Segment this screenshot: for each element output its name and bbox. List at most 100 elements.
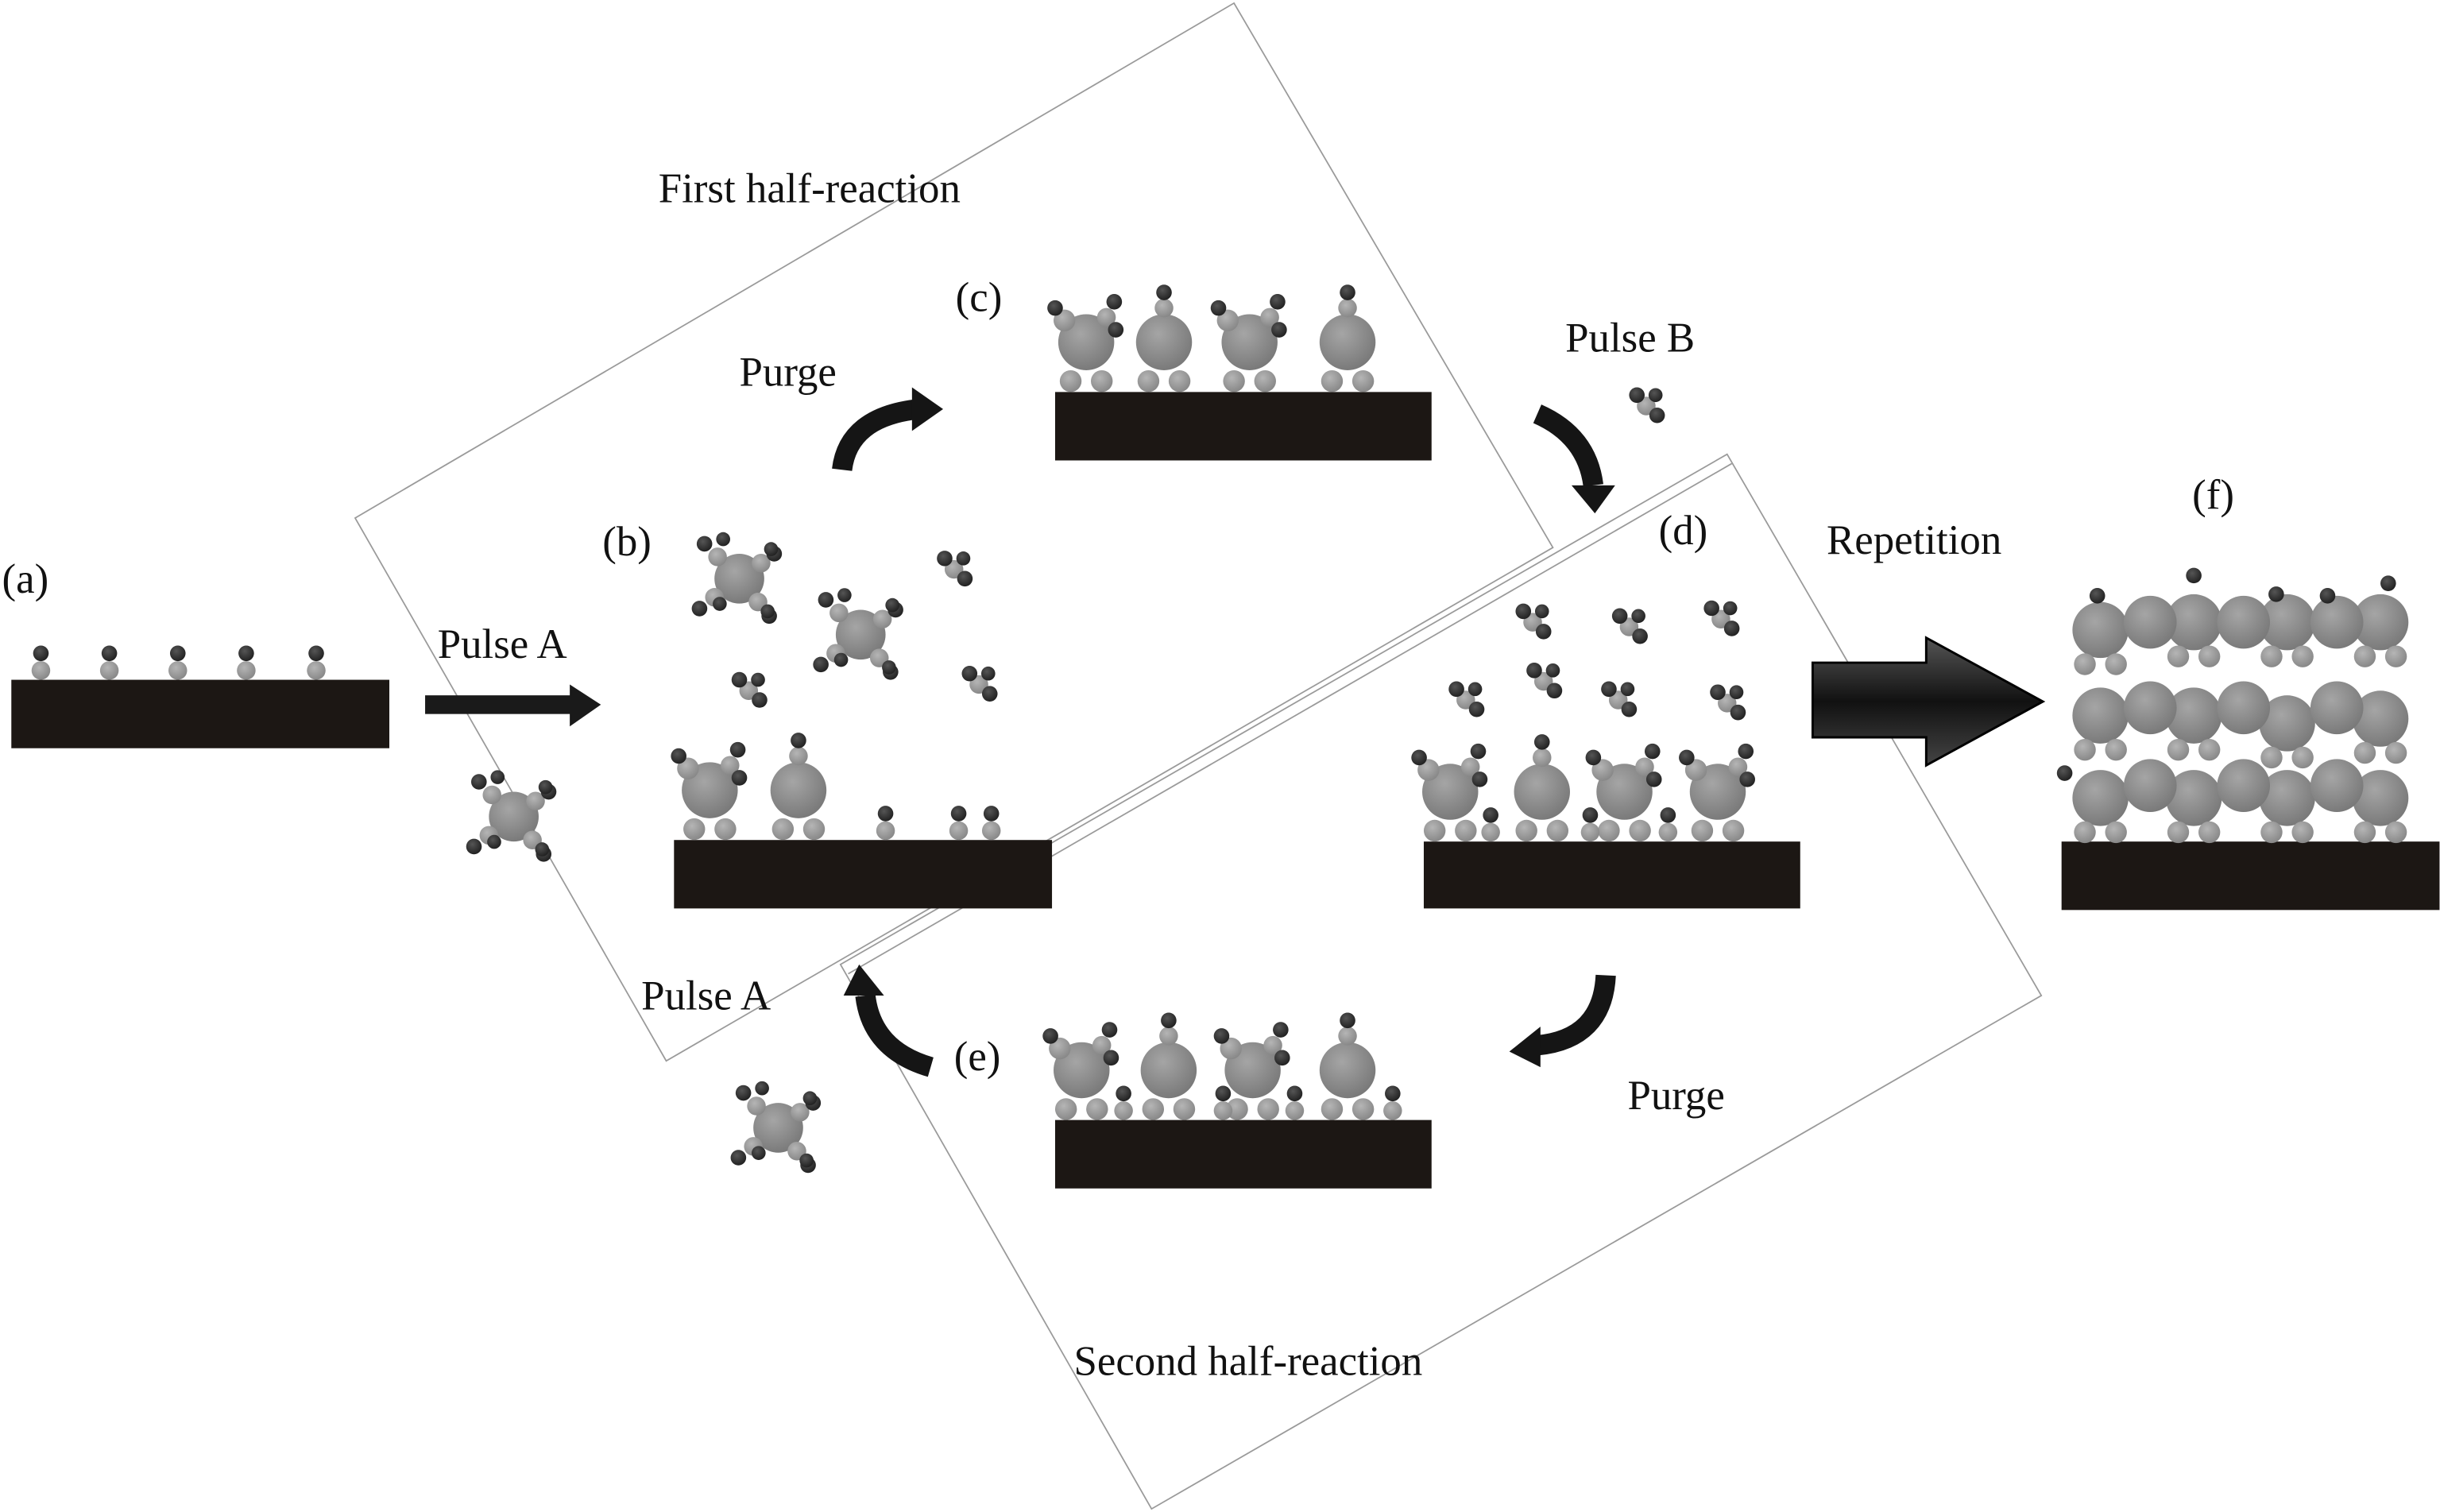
ligand-atom	[716, 532, 730, 547]
film-oxygen-atom	[2074, 653, 2096, 675]
film-oxygen-atom	[2167, 738, 2190, 761]
bridge-atom	[1137, 369, 1160, 393]
film-metal-atom	[2123, 759, 2177, 812]
metal-atom	[1319, 314, 1376, 370]
pulse-a-arrow-icon	[425, 684, 601, 727]
film-oxygen-atom	[2384, 741, 2407, 764]
ligand-atom	[1215, 1085, 1232, 1102]
metal-atom	[1514, 764, 1571, 820]
ligand-atom	[526, 791, 545, 811]
purge-return-label: Purge	[1627, 1073, 1724, 1119]
surface-site-atom	[949, 821, 969, 841]
ligand-atom	[33, 645, 49, 662]
ligand-atom	[1660, 807, 1676, 823]
label-e: (e)	[954, 1034, 1001, 1080]
purge-return-arrow-icon	[1509, 974, 1616, 1068]
ligand-atom	[802, 1091, 818, 1106]
reactant-atom	[1710, 684, 1726, 701]
reactant-atom	[1620, 682, 1635, 697]
ligand-atom	[1338, 1027, 1357, 1046]
bridge-atom	[1054, 1098, 1077, 1120]
bridge-atom	[1691, 819, 1714, 842]
substrate-a	[11, 679, 390, 748]
surface-site-atom	[876, 821, 895, 841]
surface-site-atom	[237, 661, 256, 680]
ligand-atom	[731, 770, 748, 786]
film-oxygen-atom	[2384, 645, 2407, 667]
ligand-atom	[1679, 749, 1695, 766]
bridge-atom	[1226, 1098, 1248, 1120]
film-terminal-ligand	[2380, 575, 2396, 591]
ligand-atom	[1460, 757, 1480, 776]
film-metal-atom	[2352, 770, 2409, 826]
ligand-atom	[1739, 771, 1755, 787]
reactant-atom	[1468, 701, 1485, 717]
reactant-atom	[1534, 604, 1549, 619]
surface-site-atom	[1481, 822, 1500, 842]
ligand-atom	[791, 733, 806, 748]
ligand-atom	[1582, 807, 1599, 823]
ligand-atom	[490, 770, 505, 784]
reactant-atom	[1621, 701, 1638, 717]
film-metal-atom	[2352, 690, 2409, 747]
film-oxygen-atom	[2291, 746, 2314, 769]
label-f: (f)	[2192, 472, 2234, 518]
film-oxygen-atom	[2198, 645, 2221, 667]
ligand-atom	[983, 806, 1000, 822]
bridge-atom	[1223, 369, 1245, 393]
surface-site-atom	[1580, 822, 1600, 842]
film-terminal-ligand	[2268, 586, 2284, 602]
ligand-atom	[535, 842, 550, 857]
precursor-metal-atom	[835, 609, 886, 660]
reactant-atom	[1611, 608, 1628, 625]
reactant-atom	[739, 681, 759, 701]
surface-site-atom	[99, 661, 119, 680]
ligand-atom	[1483, 807, 1498, 823]
bridge-atom	[683, 818, 706, 841]
bridge-atom	[1321, 1098, 1344, 1120]
substrate-c	[1054, 392, 1432, 461]
ligand-atom	[730, 1150, 747, 1166]
metal-atom	[1054, 1042, 1110, 1099]
reactant-atom	[751, 672, 765, 687]
ligand-atom	[1156, 284, 1172, 300]
ligand-atom	[466, 838, 482, 855]
ligand-atom	[169, 645, 186, 662]
ligand-atom	[1270, 294, 1286, 310]
reactant-atom	[1467, 682, 1483, 697]
ligand-atom	[829, 603, 849, 623]
ligand-atom	[1106, 294, 1123, 310]
ligand-atom	[1340, 284, 1355, 300]
film-metal-atom	[2217, 681, 2271, 735]
ligand-atom	[1210, 300, 1227, 316]
bridge-atom	[1321, 369, 1344, 393]
film-oxygen-atom	[2074, 821, 2096, 844]
second-half-reaction-frame	[839, 453, 2043, 1510]
bridge-atom	[1598, 819, 1620, 842]
film-oxygen-atom	[2260, 746, 2283, 769]
film-metal-atom	[2123, 595, 2177, 649]
reactant-atom	[1546, 683, 1563, 699]
surface-site-atom	[981, 821, 1001, 841]
ligand-atom	[1585, 749, 1602, 766]
ligand-atom	[308, 645, 324, 662]
reactant-atom	[1535, 624, 1552, 640]
reactant-atom	[1448, 681, 1464, 698]
film-oxygen-atom	[2105, 821, 2127, 844]
film-metal-atom	[2259, 770, 2315, 826]
metal-atom	[1224, 1042, 1281, 1099]
ligand-atom	[729, 741, 746, 758]
ligand-atom	[791, 1103, 810, 1122]
purge-arrow-icon	[832, 387, 944, 472]
ligand-atom	[1274, 1050, 1290, 1066]
film-oxygen-atom	[2384, 821, 2407, 844]
reactant-atom	[957, 570, 973, 587]
film-metal-atom	[2352, 594, 2409, 651]
ligand-atom	[872, 609, 892, 628]
bridge-atom	[1254, 369, 1276, 393]
pulse-a-label: Pulse A	[438, 621, 567, 667]
first-half-reaction-frame	[354, 2, 1554, 1062]
ligand-atom	[1116, 1085, 1131, 1102]
ligand-atom	[752, 553, 771, 573]
pulse-b-label: Pulse B	[1565, 315, 1695, 361]
